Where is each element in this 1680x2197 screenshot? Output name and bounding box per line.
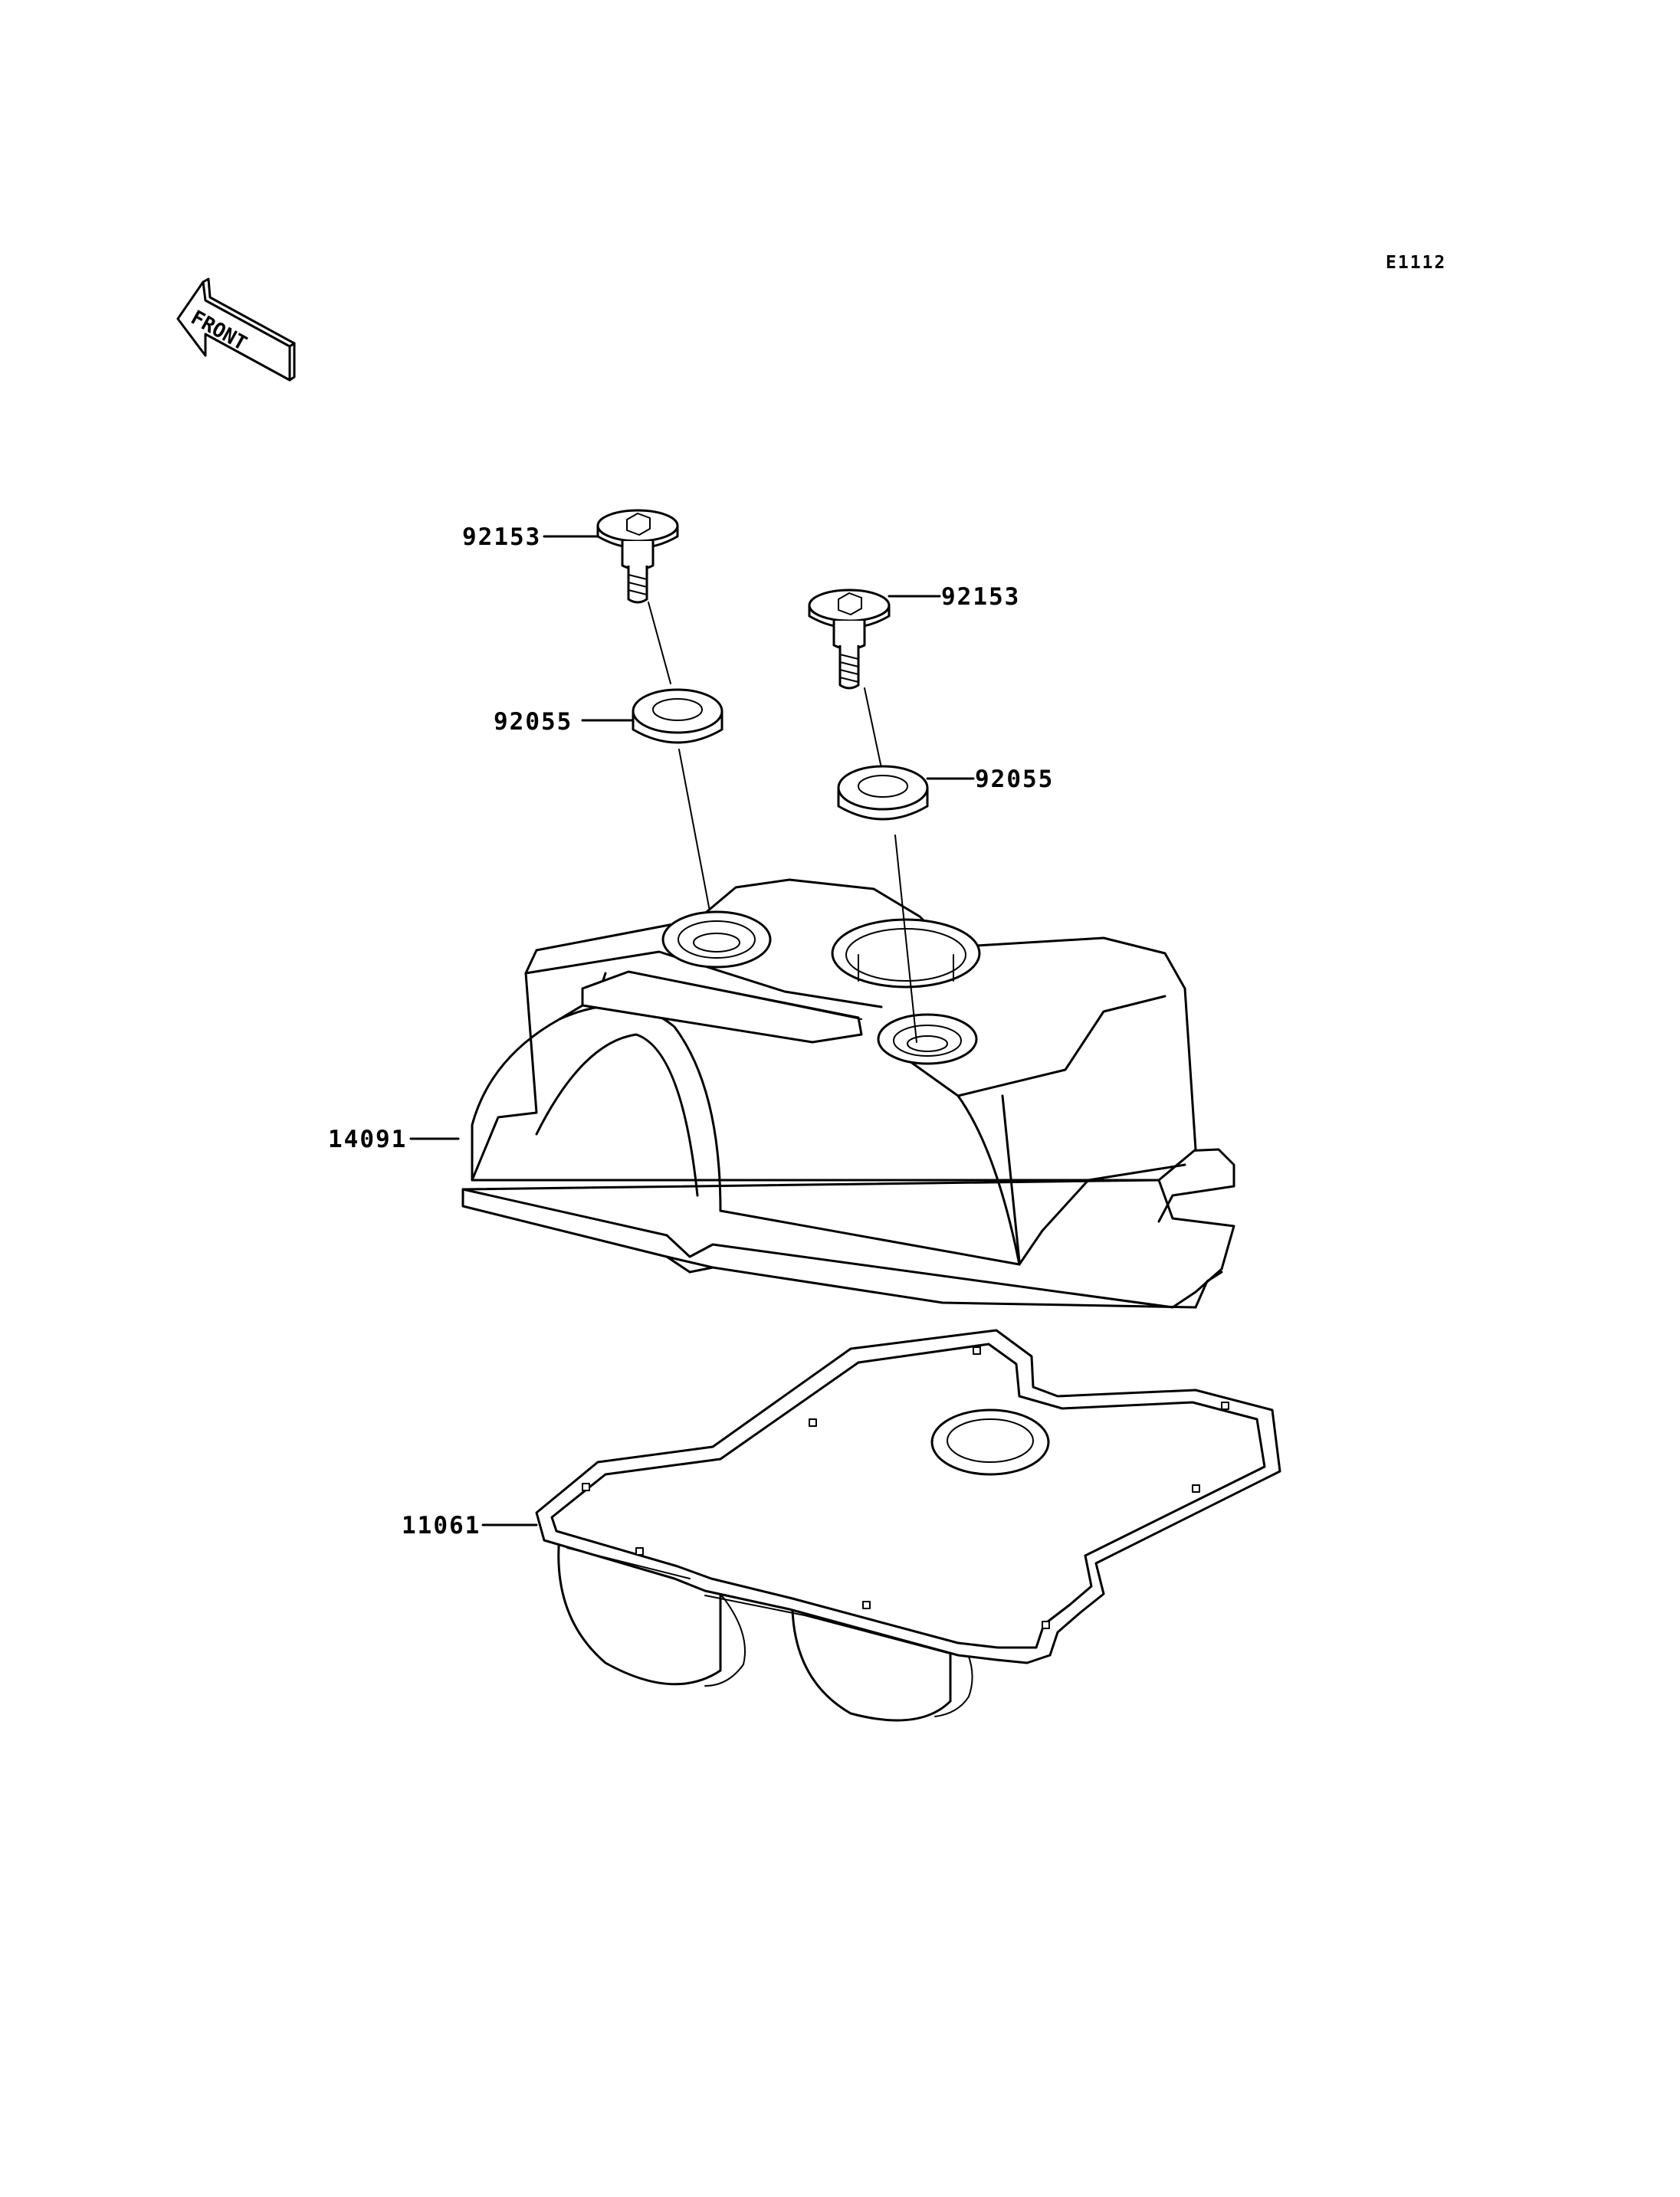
part-number-cover: 14091	[328, 1126, 407, 1153]
diagram-code: E1112	[1386, 253, 1446, 273]
bolt-right	[808, 589, 891, 690]
part-number-gasket: 11061	[402, 1512, 481, 1540]
part-number-bolt-left: 92153	[462, 523, 541, 551]
axis-bolt-right	[864, 687, 882, 769]
part-number-grommet-left: 92055	[494, 708, 573, 736]
axis-grommet-left	[678, 749, 714, 928]
axis-bolt-left	[648, 602, 671, 684]
cover-gasket	[535, 1329, 1281, 1722]
axis-grommet-right	[894, 835, 917, 1043]
front-arrow-icon: FRONT	[176, 277, 296, 382]
grommet-left	[632, 688, 724, 744]
bolt-left	[596, 509, 679, 604]
part-number-bolt-right: 92153	[941, 583, 1020, 611]
part-number-grommet-right: 92055	[975, 766, 1054, 793]
cylinder-head-cover	[461, 878, 1235, 1309]
grommet-right	[837, 765, 929, 821]
